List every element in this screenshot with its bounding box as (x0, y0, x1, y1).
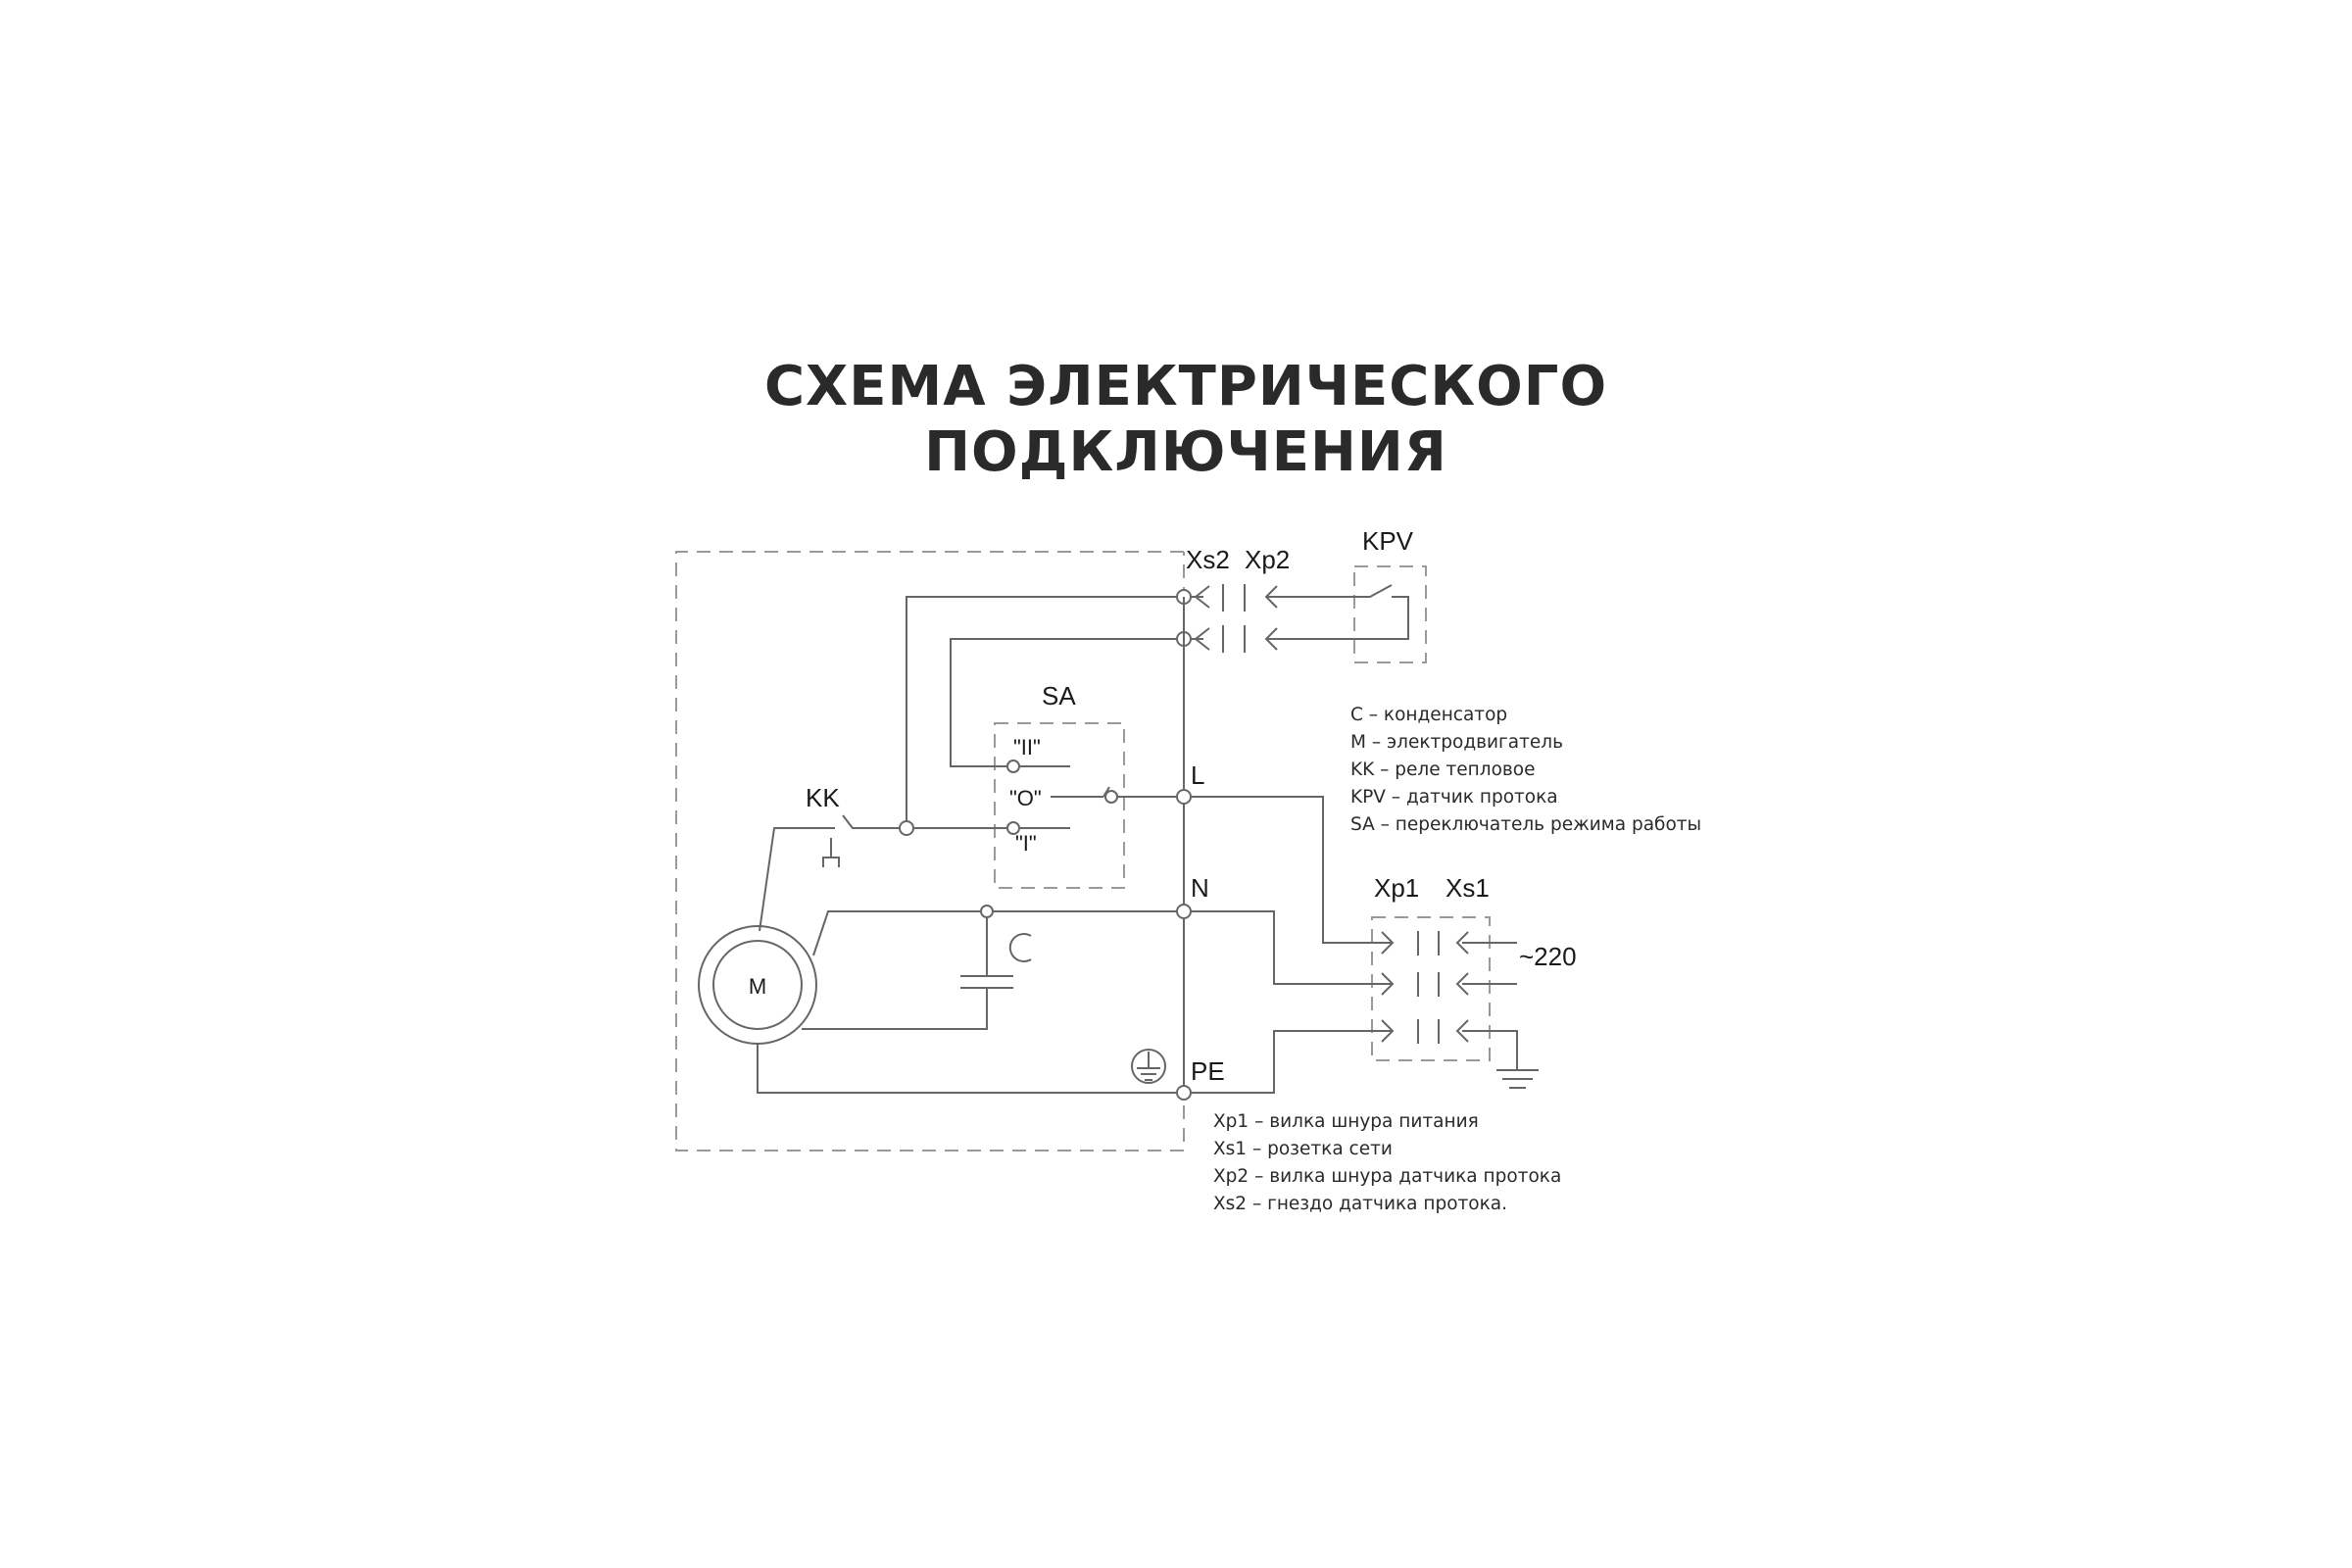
sa-position-ii: "II" (1013, 735, 1041, 760)
legend-top: C – конденсатор M – электродвигатель KK … (1350, 705, 1701, 835)
n-line (802, 910, 1184, 1030)
sa-contact-ii (1006, 760, 1020, 773)
kpv-box (1353, 565, 1427, 663)
pe-label: PE (1191, 1056, 1225, 1086)
xp2-label: Xp2 (1245, 545, 1290, 574)
legend-item: M – электродвигатель (1350, 732, 1563, 753)
l-label: L (1191, 760, 1204, 790)
pe-terminal (1176, 1085, 1192, 1101)
xp1-xs1-box (1371, 916, 1491, 1061)
xs2-label: Xs2 (1186, 545, 1230, 574)
voltage-label: ~220 (1519, 942, 1577, 971)
sa-contact-i (1006, 821, 1020, 835)
mains-wiring (1191, 796, 1539, 1094)
kk-thermal-relay (759, 814, 906, 932)
legend-item: Xp1 – вилка шнура питания (1213, 1111, 1479, 1132)
legend-item: C – конденсатор (1350, 705, 1507, 725)
xs2-xp2-wiring (906, 584, 1409, 828)
n-terminal (1176, 904, 1192, 919)
sa-common-contact (1104, 790, 1118, 804)
legend-item: SA – переключатель режима работы (1350, 814, 1701, 835)
legend-bottom: Xp1 – вилка шнура питания Xs1 – розетка … (1213, 1111, 1561, 1214)
junction-node (899, 820, 914, 836)
ground-symbol-icon (1131, 1049, 1166, 1084)
xp1-label: Xp1 (1374, 873, 1419, 903)
legend-item: Xp2 – вилка шнура датчика протока (1213, 1166, 1561, 1187)
legend-item: Xs2 – гнездо датчика протока. (1213, 1194, 1507, 1214)
sa-switch (906, 765, 1184, 829)
title-line-2: ПОДКЛЮЧЕНИЯ (924, 420, 1447, 484)
legend-item: Xs1 – розетка сети (1213, 1139, 1393, 1159)
legend-item: KPV – датчик протока (1350, 787, 1558, 808)
pe-line (757, 1044, 1184, 1094)
sa-position-o: "O" (1009, 786, 1042, 810)
motor-label: M (749, 974, 766, 999)
l-terminal (1176, 789, 1192, 805)
capacitor-label-c (1008, 933, 1032, 962)
sa-position-i: "I" (1015, 831, 1037, 856)
xs1-label: Xs1 (1446, 873, 1490, 903)
sa-box (994, 722, 1125, 889)
kk-label: KK (806, 783, 840, 812)
housing-boundary (675, 551, 1185, 1152)
sa-label: SA (1042, 681, 1076, 710)
n-label: N (1191, 873, 1209, 903)
legend-item: KK – реле тепловое (1350, 760, 1536, 780)
capacitor-node (980, 905, 994, 918)
kpv-label: KPV (1362, 526, 1414, 556)
title-line-1: СХЕМА ЭЛЕКТРИЧЕСКОГО (764, 355, 1607, 418)
